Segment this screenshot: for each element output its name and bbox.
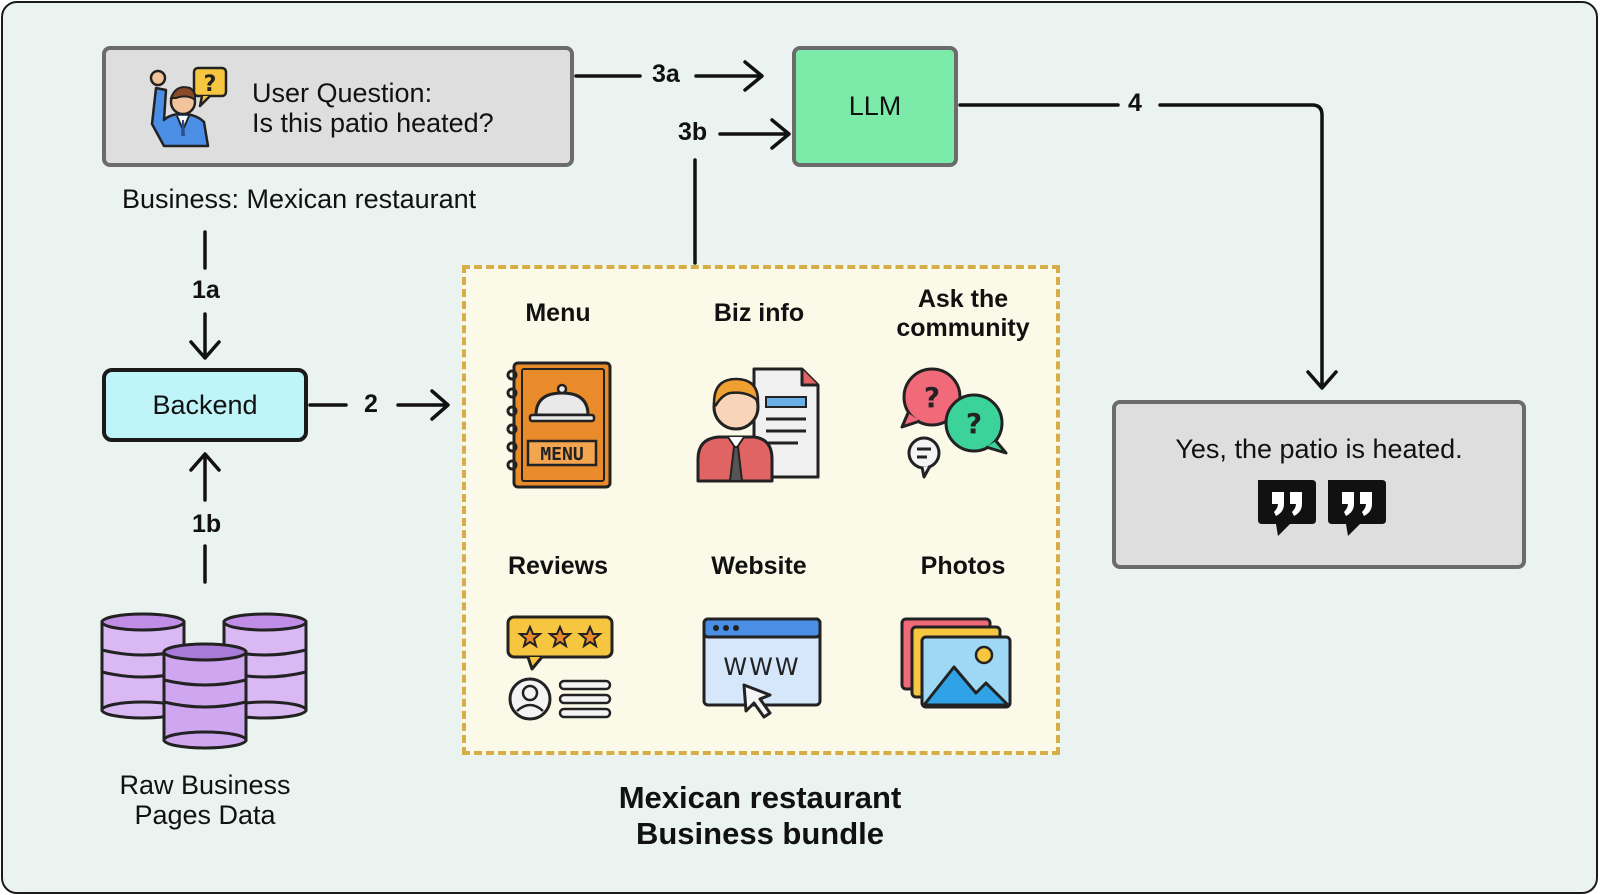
step-label-2: 2 (358, 390, 384, 419)
menu-book-icon: MENU (506, 361, 612, 489)
step-label-1b: 1b (186, 510, 228, 539)
bundle-item-reviews-label: Reviews (507, 552, 609, 580)
llm-box: LLM (792, 46, 958, 167)
bundle-item-menu-label: Menu (525, 299, 591, 327)
step-label-3a: 3a (646, 60, 686, 89)
reviews-icon (506, 615, 614, 721)
user-question-icon: ? (149, 66, 228, 148)
svg-text:?: ? (966, 407, 982, 440)
answer-box: Yes, the patio is heated. (1112, 400, 1526, 569)
website-icon: WWW (702, 617, 822, 719)
photos-icon (900, 617, 1012, 709)
business-bundle: Menu Biz info Ask the community Reviews … (462, 265, 1060, 755)
bundle-item-community-label: Ask the community (896, 285, 1030, 342)
user-question-box: ? User Question: Is this patio heated? (102, 46, 574, 167)
step-label-3b: 3b (672, 118, 714, 147)
bundle-item-photos-label: Photos (920, 552, 1006, 580)
backend-label: Backend (152, 389, 258, 420)
user-question-title: User Question: (252, 78, 433, 108)
menu-icon-text: MENU (540, 444, 583, 465)
business-label: Business: Mexican restaurant (122, 184, 477, 214)
svg-text:?: ? (924, 381, 940, 414)
user-question-body: Is this patio heated? (252, 108, 494, 138)
step-label-1a: 1a (186, 276, 226, 305)
bundle-item-website-label: Website (711, 552, 807, 580)
answer-text: Yes, the patio is heated. (1175, 434, 1463, 464)
bundle-title: Mexican restaurant Business bundle (618, 780, 902, 851)
website-icon-text: WWW (723, 653, 800, 681)
step-label-4: 4 (1122, 89, 1148, 118)
quote-icon (1258, 480, 1386, 536)
database-icon (100, 612, 308, 750)
user-question-text: User Question: Is this patio heated? (252, 78, 494, 138)
llm-label: LLM (848, 91, 902, 121)
chat-bubbles-icon: ? ? (900, 367, 1008, 479)
backend-box: Backend (102, 368, 308, 442)
biz-info-icon (696, 367, 820, 483)
svg-text:?: ? (204, 72, 217, 97)
bundle-item-biz-info-label: Biz info (713, 299, 805, 327)
raw-data-label: Raw Business Pages Data (119, 770, 291, 830)
